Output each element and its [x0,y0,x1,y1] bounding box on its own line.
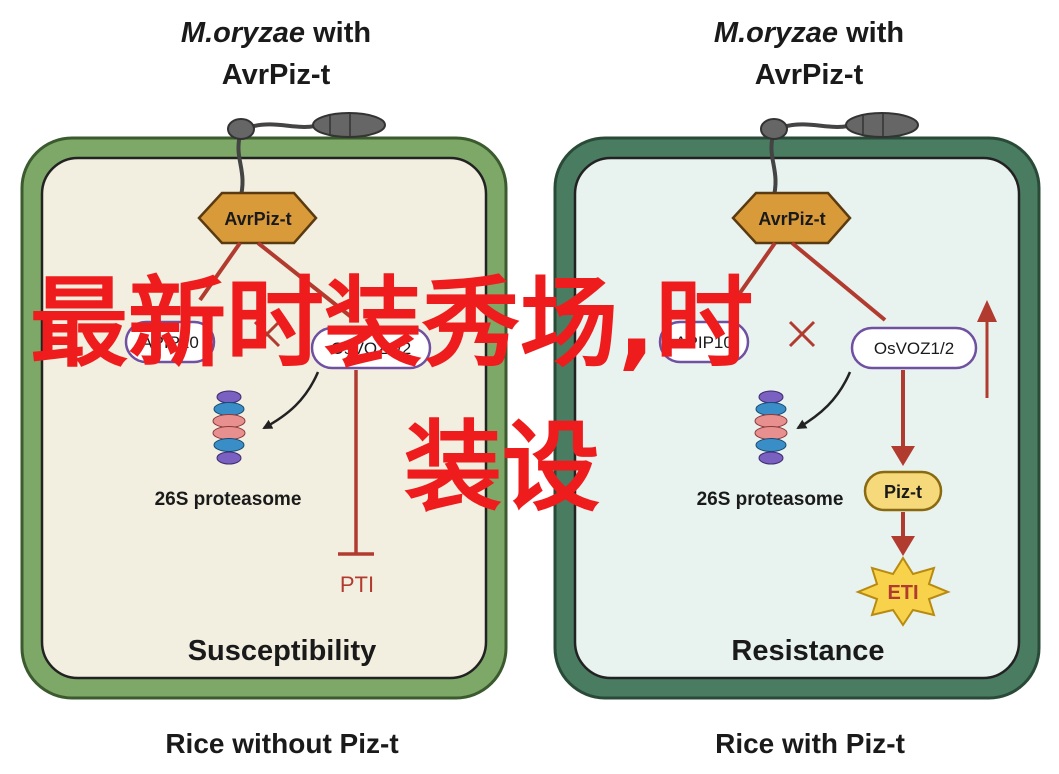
immunity-label-left: PTI [340,572,374,597]
species-name-left: M.oryzae [180,17,306,49]
proteasome-label-right: 26S proteasome [697,489,844,510]
proteasome-icon [212,390,246,465]
panel-right: AvrPiz-t APIP10 OsVOZ1/2 26S proteasome [553,112,1041,700]
outcome-label-left: Susceptibility [188,635,377,667]
title-effector-left: AvrPiz-t [221,59,331,91]
caption-right: Rice with Piz-t [715,728,905,759]
protein-osvoz-right [850,326,978,370]
panel-left: AvrPiz-t APIP10 OsVOZ1/2 [20,112,508,700]
protein-osvoz-left [310,326,432,370]
title-effector-right: AvrPiz-t [754,59,864,91]
protein-osvoz-label-right: OsVOZ1/2 [874,339,954,358]
cross-icon [253,320,281,348]
effector-hexagon-right [731,191,852,245]
proteasome-icon [754,390,788,465]
effector-label-right: AvrPiz-t [758,209,825,229]
title-with-left: with [313,17,372,49]
cell-interior-right [573,156,1021,680]
species-name-right: M.oryzae [713,17,839,49]
effector-hexagon-left [197,191,318,245]
cell-interior-left [40,156,488,680]
explosion-icon [855,556,951,627]
protein-apip10-label-right: APIP10 [675,333,733,352]
panel-title-left: M.oryzae with AvrPiz-t [76,12,476,96]
outcome-label-right: Resistance [731,635,884,667]
protein-apip10-label-left: APIP10 [141,333,199,352]
proteasome-label-left: 26S proteasome [155,489,302,510]
protein-osvoz-label-left: OsVOZ1/2 [331,339,411,358]
panel-title-right: M.oryzae with AvrPiz-t [609,12,1009,96]
inhibition-icon [338,370,374,556]
fungus-spore-icon [227,112,386,201]
caption-left: Rice without Piz-t [165,728,399,759]
protein-apip10-right [658,320,750,364]
overlay-text-line2: 装设 [404,411,601,525]
immunity-label-right: ETI [887,582,918,604]
receptor-pizt [863,470,943,512]
degradation-arrow-right [796,371,852,430]
overlay-text-line1: 最新时装秀场,时 [30,267,754,381]
protein-apip10-left [124,320,216,364]
upward-arrow-icon [977,300,997,398]
title-with-right: with [846,17,905,49]
effector-label-left: AvrPiz-t [224,209,291,229]
receptor-label: Piz-t [884,482,922,502]
degradation-arrow-left [262,371,320,430]
cross-icon [788,320,816,348]
